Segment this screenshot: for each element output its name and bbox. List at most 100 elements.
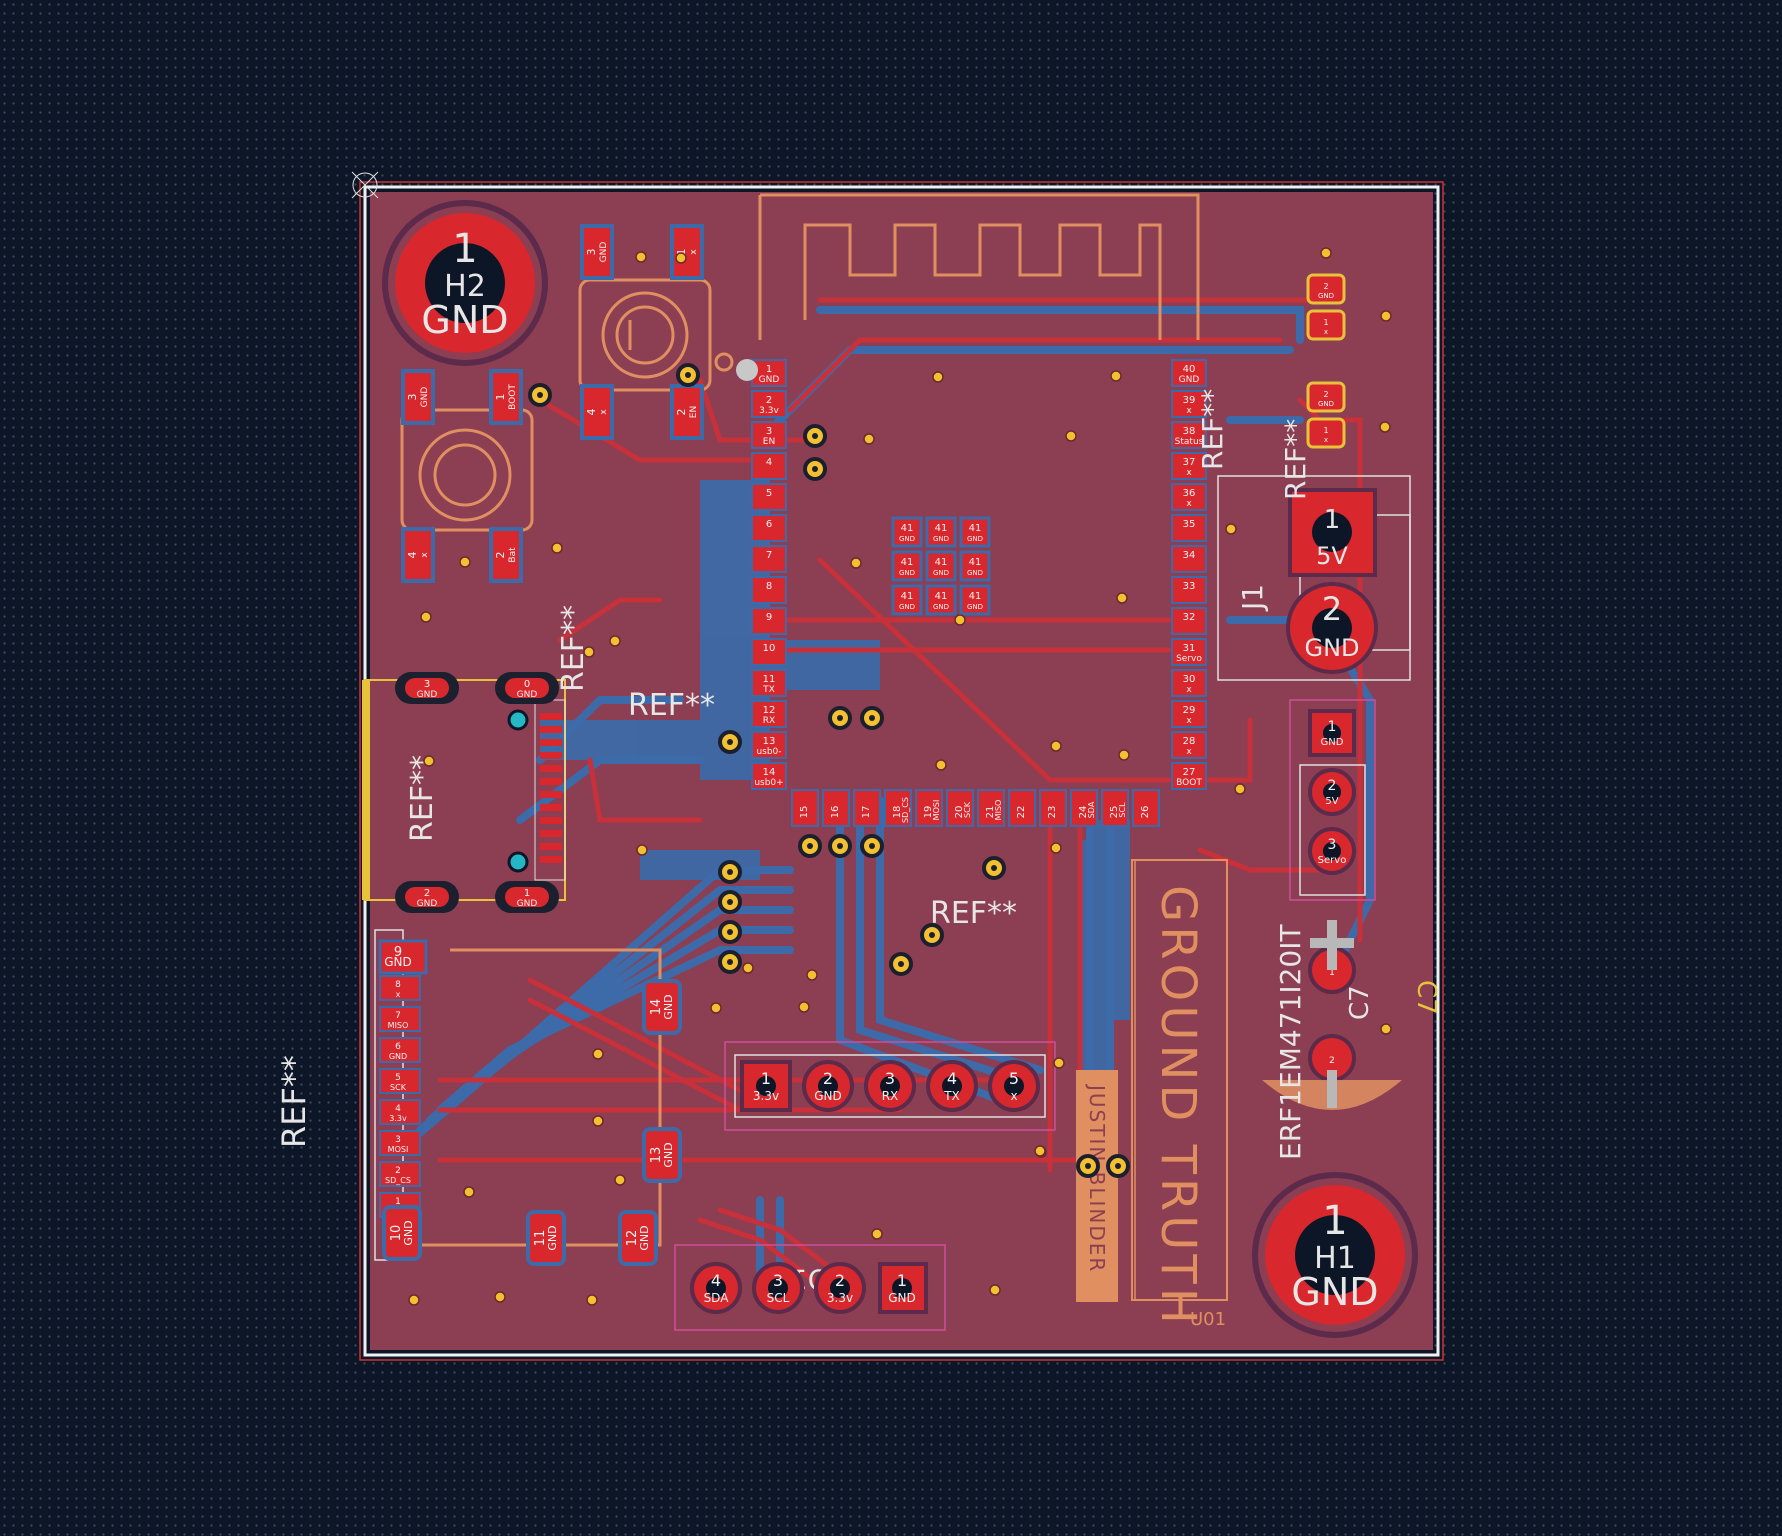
esp-pad[interactable] (1171, 514, 1207, 542)
esp-pin-15[interactable]: 15 (791, 789, 819, 827)
capacitor-c7[interactable]: 1 2 ERF1EM471I20IT C7 C7 (1262, 920, 1441, 1160)
esp-pad[interactable] (1171, 700, 1207, 728)
uart-pin-5[interactable]: 5x (988, 1060, 1040, 1112)
esp-pad[interactable] (1171, 421, 1207, 449)
esp-pad[interactable] (1171, 483, 1207, 511)
esp-pad[interactable] (1171, 669, 1207, 697)
esp-pad[interactable] (1171, 545, 1207, 573)
esp-pad[interactable] (1101, 789, 1129, 827)
esp-pin-9[interactable]: 9 (751, 607, 787, 635)
esp-pin-10[interactable]: 10 (751, 638, 787, 666)
esp-pin-34[interactable]: 34 (1171, 545, 1207, 573)
esp-pad[interactable] (751, 421, 787, 449)
esp-pad[interactable] (853, 789, 881, 827)
esp-pin-17[interactable]: 17 (853, 789, 881, 827)
esp-pad[interactable] (1171, 731, 1207, 759)
uart-pin-4[interactable]: 4TX (926, 1060, 978, 1112)
esp-pad[interactable] (751, 452, 787, 480)
esp-pad[interactable] (751, 576, 787, 604)
esp-pad[interactable] (1171, 607, 1207, 635)
esp-pad[interactable] (751, 762, 787, 790)
connector-j1[interactable]: 1 5V 2 GND J1 (1217, 475, 1411, 681)
esp-pad[interactable] (1171, 390, 1207, 418)
mounting-hole-h2[interactable]: 1 H2 GND (382, 200, 548, 366)
esp-pin-2[interactable]: 23.3v (751, 390, 787, 418)
esp-pad[interactable] (1171, 762, 1207, 790)
esp-pad[interactable] (751, 607, 787, 635)
esp-pad[interactable] (946, 789, 974, 827)
esp-pin-29[interactable]: 29x (1171, 700, 1207, 728)
esp-pad[interactable] (1039, 789, 1067, 827)
esp-pin-33[interactable]: 33 (1171, 576, 1207, 604)
esp-pin-22[interactable]: 22 (1008, 789, 1036, 827)
esp-pin-39[interactable]: 39x (1171, 390, 1207, 418)
esp-pin-26[interactable]: 26 (1132, 789, 1160, 827)
esp-pad[interactable] (915, 789, 943, 827)
esp-pad[interactable] (751, 731, 787, 759)
esp-pin-32[interactable]: 32 (1171, 607, 1207, 635)
uart-pin-1[interactable]: 13.3v (740, 1060, 792, 1112)
esp-pad[interactable] (822, 789, 850, 827)
esp-pin-8[interactable]: 8 (751, 576, 787, 604)
i2c-pin-2[interactable]: 23.3v (814, 1262, 866, 1314)
esp-pin-30[interactable]: 30x (1171, 669, 1207, 697)
sd-pin-8[interactable]: 8x (379, 975, 421, 1001)
esp-pin-5[interactable]: 5 (751, 483, 787, 511)
esp-pad[interactable] (1171, 452, 1207, 480)
esp-pad[interactable] (791, 789, 819, 827)
esp-pin-3[interactable]: 3EN (751, 421, 787, 449)
uart-pin-3[interactable]: 3RX (864, 1060, 916, 1112)
esp-pad[interactable] (751, 483, 787, 511)
esp-pad[interactable] (751, 700, 787, 728)
esp-pin-36[interactable]: 36x (1171, 483, 1207, 511)
esp-pad[interactable] (751, 545, 787, 573)
esp-pin-23[interactable]: 23 (1039, 789, 1067, 827)
esp-pad[interactable] (884, 789, 912, 827)
esp-pad[interactable] (1171, 359, 1207, 387)
esp-pin-37[interactable]: 37x (1171, 452, 1207, 480)
sd-pin-4[interactable]: 43.3v (379, 1099, 421, 1125)
esp-pad[interactable] (1070, 789, 1098, 827)
esp-pad[interactable] (751, 514, 787, 542)
esp-pad[interactable] (977, 789, 1005, 827)
esp-pad[interactable] (751, 390, 787, 418)
esp-pin-28[interactable]: 28x (1171, 731, 1207, 759)
mounting-hole-h1[interactable]: 1 H1 GND (1252, 1172, 1418, 1338)
esp-pad[interactable] (751, 669, 787, 697)
esp-pin-7[interactable]: 7 (751, 545, 787, 573)
esp-pin-16[interactable]: 16 (822, 789, 850, 827)
esp-pad[interactable] (1171, 638, 1207, 666)
sd-pin-2[interactable]: 2SD_CS (379, 1161, 421, 1187)
esp-pin-6[interactable]: 6 (751, 514, 787, 542)
servo-pin-2[interactable]: 25V (1308, 768, 1356, 816)
esp-pin-4[interactable]: 4 (751, 452, 787, 480)
